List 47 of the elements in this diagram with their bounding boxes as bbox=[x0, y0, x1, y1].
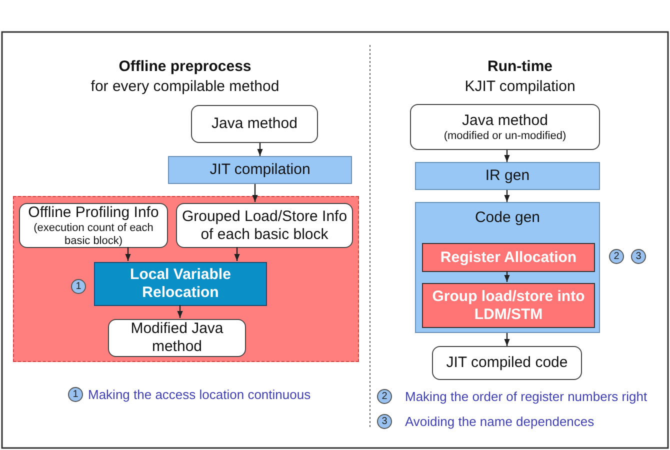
output-box bbox=[432, 346, 582, 380]
panel-title: Run-time bbox=[488, 58, 552, 75]
arrow bbox=[252, 184, 258, 202]
node-text: Java method bbox=[212, 115, 298, 133]
arrow bbox=[504, 333, 510, 346]
arrow bbox=[257, 143, 263, 156]
arrow bbox=[504, 271, 510, 282]
arrow bbox=[234, 247, 240, 261]
panel-subtitle: KJIT compilation bbox=[464, 78, 576, 95]
arrow bbox=[177, 305, 183, 318]
node-text: Grouped Load/Store Info of each basic block bbox=[180, 208, 348, 244]
node-subtext: (modified or un-modified) bbox=[444, 130, 566, 142]
callout-number: 3 bbox=[631, 249, 646, 264]
node-text: Local Variable Relocation bbox=[129, 266, 232, 302]
process-box bbox=[422, 243, 595, 272]
arrow bbox=[504, 190, 510, 202]
node-text: Offline Profiling Info bbox=[28, 204, 159, 222]
input-box bbox=[410, 104, 600, 150]
note-text: Making the access location continuous bbox=[88, 387, 311, 402]
arrow bbox=[504, 150, 510, 162]
group-box bbox=[415, 202, 600, 333]
panel-subtitle: for every compilable method bbox=[90, 78, 280, 95]
panel-title: Offline preprocess bbox=[118, 58, 252, 75]
node-text: JIT compiled code bbox=[446, 354, 568, 372]
node-text: IR gen bbox=[485, 167, 530, 185]
process-box bbox=[94, 262, 267, 306]
callout-number: 3 bbox=[377, 414, 392, 429]
node-text: Modified Java method bbox=[130, 320, 224, 356]
callout-number: 2 bbox=[377, 389, 392, 404]
node-text: Code gen bbox=[474, 209, 540, 227]
process-box bbox=[191, 105, 318, 143]
node-text: Java method bbox=[462, 112, 548, 130]
info-box bbox=[19, 203, 168, 248]
region-box bbox=[13, 196, 359, 362]
node-text: JIT compilation bbox=[210, 161, 310, 179]
callout-number: 1 bbox=[68, 387, 83, 402]
output-box bbox=[108, 319, 246, 357]
node-text: Register Allocation bbox=[440, 248, 577, 266]
callout-number: 2 bbox=[609, 249, 624, 264]
node-subtext: (execution count of each basic block) bbox=[32, 222, 154, 248]
node-text: Group load/store into LDM/STM bbox=[431, 288, 586, 324]
process-box bbox=[415, 162, 600, 190]
note-text: Making the order of register numbers right bbox=[405, 389, 648, 404]
arrow bbox=[125, 247, 131, 261]
process-box bbox=[422, 283, 595, 328]
process-box bbox=[168, 156, 352, 184]
note-text: Avoiding the name dependences bbox=[405, 414, 594, 429]
